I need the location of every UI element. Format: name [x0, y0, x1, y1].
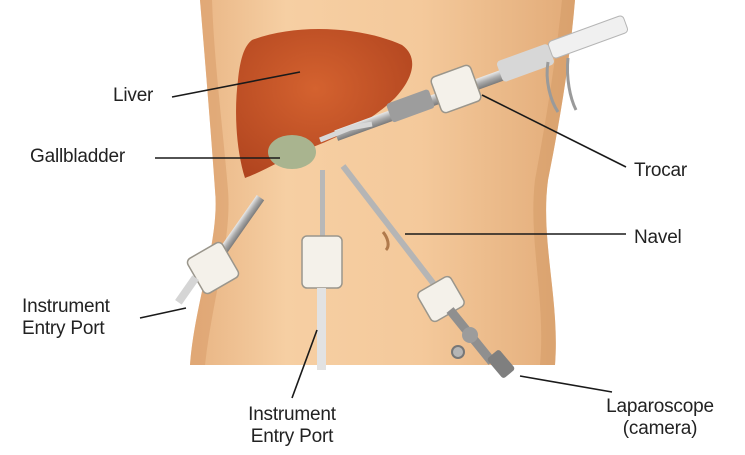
laparoscope-line1: Laparoscope [596, 396, 724, 418]
instrument-port-bottom-line1: Instrument [234, 404, 350, 426]
trocar-label: Trocar [634, 160, 687, 182]
instrument-port-left-label: Instrument Entry Port [22, 296, 110, 340]
liver-label: Liver [113, 85, 153, 107]
instrument-port-bottom-line2: Entry Port [234, 426, 350, 448]
instrument-port-left-line1: Instrument [22, 296, 110, 318]
instrument-port-left-line2: Entry Port [22, 318, 110, 340]
gallbladder-label: Gallbladder [30, 146, 125, 168]
navel-label: Navel [634, 227, 682, 249]
laparoscope-label: Laparoscope (camera) [596, 396, 724, 440]
laparoscope-line2: (camera) [596, 418, 724, 440]
gallbladder-organ [268, 135, 316, 169]
laparoscope-leader [520, 376, 612, 392]
instrument-port-bottom-label: Instrument Entry Port [234, 404, 350, 448]
left-port-leader [140, 308, 186, 318]
